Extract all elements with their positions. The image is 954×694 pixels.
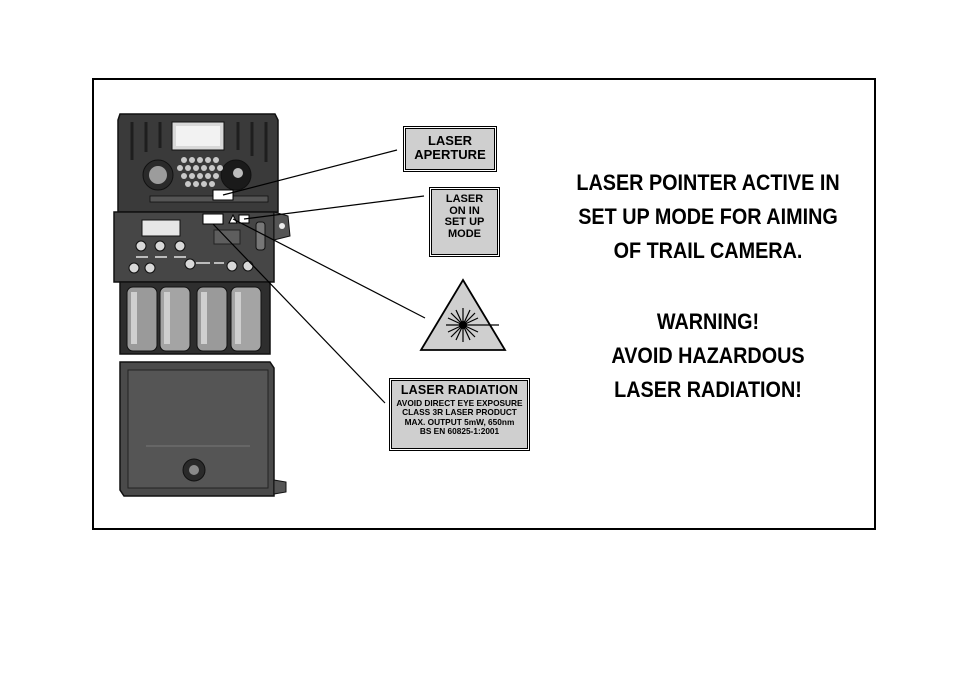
laser-aperture-label: LASER APERTURE xyxy=(405,128,495,170)
label-line: MODE xyxy=(432,229,497,241)
warning-message: WARNING! AVOID HAZARDOUS LASER RADIATION… xyxy=(570,305,845,407)
battery-compartment xyxy=(120,282,270,354)
laser-on-setup-label: LASER ON IN SET UP MODE xyxy=(431,189,498,255)
label-line: APERTURE xyxy=(406,148,494,162)
label-line: LASER xyxy=(432,194,497,206)
laser-radiation-label: LASER RADIATION AVOID DIRECT EYE EXPOSUR… xyxy=(391,380,528,449)
label-line: SET UP xyxy=(432,217,497,229)
camera-top-housing xyxy=(118,114,278,212)
message-line: LASER POINTER ACTIVE IN xyxy=(570,166,845,200)
laser-hazard-triangle-icon xyxy=(421,280,505,350)
label-line: LASER xyxy=(406,134,494,148)
camera-door xyxy=(120,362,286,496)
radiation-line: BS EN 60825-1:2001 xyxy=(392,427,527,436)
camera-control-panel xyxy=(114,212,290,282)
laser-active-message: LASER POINTER ACTIVE IN SET UP MODE FOR … xyxy=(570,166,845,268)
warning-line: LASER RADIATION! xyxy=(570,373,845,407)
warning-line: AVOID HAZARDOUS xyxy=(570,339,845,373)
message-line: OF TRAIL CAMERA. xyxy=(570,234,845,268)
warning-line: WARNING! xyxy=(570,305,845,339)
message-line: SET UP MODE FOR AIMING xyxy=(570,200,845,234)
radiation-title: LASER RADIATION xyxy=(392,384,527,397)
